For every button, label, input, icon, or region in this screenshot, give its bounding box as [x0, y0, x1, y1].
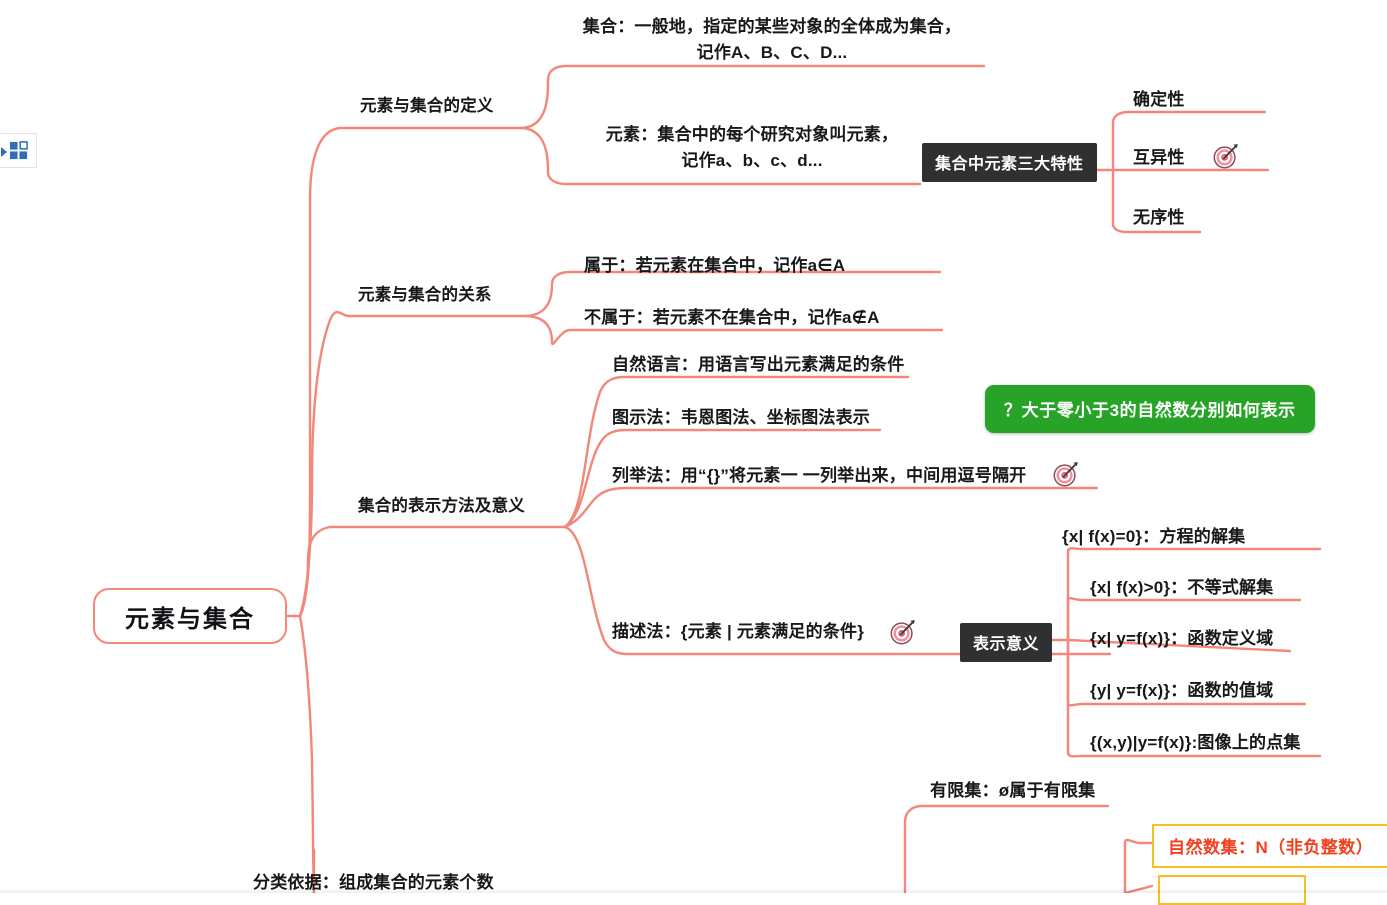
- target-icon: [1213, 144, 1238, 169]
- meaning-graph-points[interactable]: {(x,y)|y=f(x)}:图像上的点集: [1090, 733, 1301, 752]
- topic-diagram-method[interactable]: 图示法：韦恩图法、坐标图法表示: [612, 408, 870, 427]
- root-node[interactable]: 元素与集合: [93, 588, 287, 644]
- meaning-inequality-solution[interactable]: {x| f(x)>0}：不等式解集: [1090, 578, 1274, 597]
- target-icon: [890, 620, 915, 645]
- box-natural-number-set[interactable]: 自然数集：N（非负整数）: [1152, 824, 1387, 868]
- meaning-function-range[interactable]: {y| y=f(x)}：函数的值域: [1090, 681, 1274, 700]
- target-icon: [1053, 462, 1078, 487]
- callout-question[interactable]: ？大于零小于3的自然数分别如何表示: [985, 385, 1315, 433]
- topic-enumeration[interactable]: 列举法：用“{}”将元素一 一列举出来，中间用逗号隔开: [612, 466, 1027, 485]
- topic-set-definition-line2: 记作A、B、C、D...: [696, 43, 848, 62]
- branch-label-representation[interactable]: 集合的表示方法及意义: [358, 497, 525, 515]
- topic-belongs[interactable]: 属于：若元素在集合中，记作a∈A: [584, 256, 846, 275]
- topic-element-definition[interactable]: 元素：集合中的每个研究对象叫元素， 记作a、b、c、d...: [584, 122, 920, 174]
- apps-panel-toggle[interactable]: [0, 133, 37, 168]
- chip-three-features[interactable]: 集合中元素三大特性: [922, 143, 1097, 182]
- topic-classification-basis[interactable]: 分类依据：组成集合的元素个数: [253, 873, 494, 892]
- branch-label-definition[interactable]: 元素与集合的定义: [360, 97, 494, 115]
- feature-determinacy[interactable]: 确定性: [1133, 90, 1185, 109]
- root-node-label: 元素与集合: [125, 605, 255, 633]
- topic-element-definition-line1: 元素：集合中的每个研究对象叫元素，: [605, 125, 899, 144]
- topic-set-definition[interactable]: 集合：一般地，指定的某些对象的全体成为集合， 记作A、B、C、D...: [582, 14, 962, 66]
- chevron-right-icon: [1, 147, 7, 157]
- feature-disorder[interactable]: 无序性: [1133, 208, 1185, 227]
- branch-label-relation[interactable]: 元素与集合的关系: [358, 286, 492, 304]
- chip-meaning[interactable]: 表示意义: [960, 623, 1053, 662]
- feature-mutual-exclusivity[interactable]: 互异性: [1133, 148, 1185, 167]
- bottom-edge-shadow: [0, 888, 1387, 893]
- topic-finite-set[interactable]: 有限集：ø属于有限集: [930, 781, 1096, 800]
- topic-description[interactable]: 描述法：{元素 | 元素满足的条件}: [612, 622, 865, 641]
- apps-grid-icon: [9, 141, 28, 160]
- topic-set-definition-line1: 集合：一般地，指定的某些对象的全体成为集合，: [582, 17, 962, 36]
- meaning-equation-solution[interactable]: {x| f(x)=0}：方程的解集: [1062, 527, 1246, 546]
- topic-not-belongs[interactable]: 不属于：若元素不在集合中，记作a∉A: [584, 308, 880, 327]
- meaning-function-domain[interactable]: {x| y=f(x)}：函数定义域: [1090, 629, 1274, 648]
- topic-natural-language[interactable]: 自然语言：用语言写出元素满足的条件: [612, 355, 905, 374]
- topic-element-definition-line2: 记作a、b、c、d...: [681, 151, 823, 170]
